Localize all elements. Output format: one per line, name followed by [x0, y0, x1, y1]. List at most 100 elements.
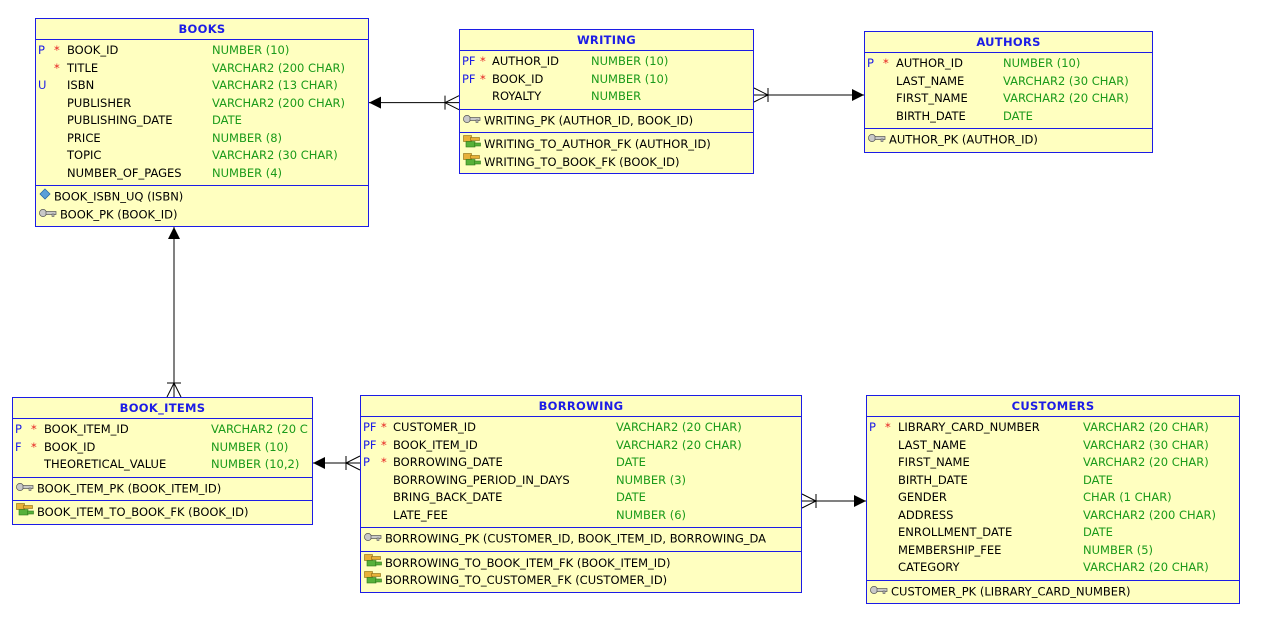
column-type: NUMBER (10): [212, 43, 290, 57]
column-type: VARCHAR2 (20 CHAR): [1083, 455, 1209, 469]
crows-foot-marker: [753, 87, 770, 103]
column-name: ENROLLMENT_DATE: [898, 525, 1013, 539]
column-name: BOOK_ID: [67, 43, 119, 57]
primary-key-icon: [39, 206, 57, 224]
unique-key-icon: [39, 188, 51, 206]
key-flag: P: [363, 455, 370, 469]
required-marker: *: [480, 71, 486, 86]
foreign-key-icon: [463, 135, 481, 154]
column-name: FIRST_NAME: [896, 91, 968, 105]
foreign-key-row[interactable]: BOOK_ITEM_TO_BOOK_FK (BOOK_ID): [13, 503, 312, 521]
column-name: BIRTH_DATE: [896, 108, 966, 123]
column-name: ADDRESS: [898, 507, 954, 522]
key-row[interactable]: BOOK_PK (BOOK_ID): [36, 206, 368, 224]
key-text: BORROWING_PK (CUSTOMER_ID, BOOK_ITEM_ID,…: [385, 531, 767, 546]
column-name: BRING_BACK_DATE: [393, 490, 503, 504]
foreign-key-icon: [364, 553, 382, 573]
key-row[interactable]: WRITING_PK (AUTHOR_ID, BOOK_ID): [460, 112, 753, 130]
column-name: AUTHOR_ID: [896, 56, 963, 70]
key-text: AUTHOR_PK (AUTHOR_ID): [889, 132, 1038, 147]
column-name: BOOK_ID: [492, 71, 544, 86]
column-type: NUMBER (4): [212, 165, 283, 180]
column-type: DATE: [1083, 525, 1113, 539]
key-flag: PF: [462, 71, 476, 86]
column-type: VARCHAR2 (200 CHAR): [212, 60, 346, 75]
foreign-key-text: BORROWING_TO_BOOK_ITEM_FK (BOOK_ITEM_ID): [385, 555, 671, 570]
key-row[interactable]: BORROWING_PK (CUSTOMER_ID, BOOK_ITEM_ID,…: [361, 530, 801, 548]
key-row[interactable]: BOOK_ITEM_PK (BOOK_ITEM_ID): [13, 480, 312, 498]
foreign-key-row[interactable]: WRITING_TO_BOOK_FK (BOOK_ID): [460, 152, 753, 172]
column-row[interactable]: ENROLLMENT_DATE DATE: [867, 524, 1239, 542]
column-row[interactable]: BIRTH_DATE DATE: [865, 108, 1152, 126]
column-name: GENDER: [898, 490, 947, 504]
key-row[interactable]: CUSTOMER_PK (LIBRARY_CARD_NUMBER): [867, 583, 1239, 601]
keys-section: CUSTOMER_PK (LIBRARY_CARD_NUMBER): [867, 581, 1239, 604]
column-type: VARCHAR2 (20 CHAR): [1083, 560, 1209, 574]
required-marker: *: [381, 420, 387, 434]
foreign-key-text: WRITING_TO_BOOK_FK (BOOK_ID): [484, 154, 680, 169]
foreign-key-icon: [16, 503, 34, 522]
foreign-keys-section: BORROWING_TO_BOOK_ITEM_FK (BOOK_ITEM_ID)…: [361, 552, 801, 592]
key-row[interactable]: BOOK_ISBN_UQ (ISBN): [36, 188, 368, 206]
column-name: BOOK_ITEM_ID: [44, 422, 129, 436]
column-name: BORROWING_DATE: [393, 455, 503, 469]
foreign-key-icon: [463, 152, 481, 172]
key-row[interactable]: AUTHOR_PK (AUTHOR_ID): [865, 131, 1152, 149]
foreign-key-row[interactable]: WRITING_TO_AUTHOR_FK (AUTHOR_ID): [460, 135, 753, 153]
foreign-key-row[interactable]: BORROWING_TO_CUSTOMER_FK (CUSTOMER_ID): [361, 571, 801, 589]
foreign-keys-section: BOOK_ITEM_TO_BOOK_FK (BOOK_ID): [13, 501, 312, 524]
primary-key-icon: [463, 112, 481, 130]
keys-section: BOOK_ITEM_PK (BOOK_ITEM_ID): [13, 478, 312, 501]
column-type: VARCHAR2 (20 CHAR): [1083, 420, 1209, 434]
column-name: LAST_NAME: [896, 73, 965, 88]
column-type: NUMBER (3): [616, 472, 687, 487]
column-type: VARCHAR2 (20 CHAR): [616, 420, 742, 434]
column-name: BOOK_ITEM_ID: [393, 437, 478, 452]
required-marker: *: [883, 56, 889, 70]
foreign-key-row[interactable]: BORROWING_TO_BOOK_ITEM_FK (BOOK_ITEM_ID): [361, 553, 801, 573]
keys-section: WRITING_PK (AUTHOR_ID, BOOK_ID): [460, 110, 753, 133]
column-row[interactable]: GENDER CHAR (1 CHAR): [867, 489, 1239, 507]
column-type: CHAR (1 CHAR): [1083, 490, 1172, 504]
column-type: DATE: [1003, 108, 1033, 123]
arrow-head: [852, 89, 864, 101]
